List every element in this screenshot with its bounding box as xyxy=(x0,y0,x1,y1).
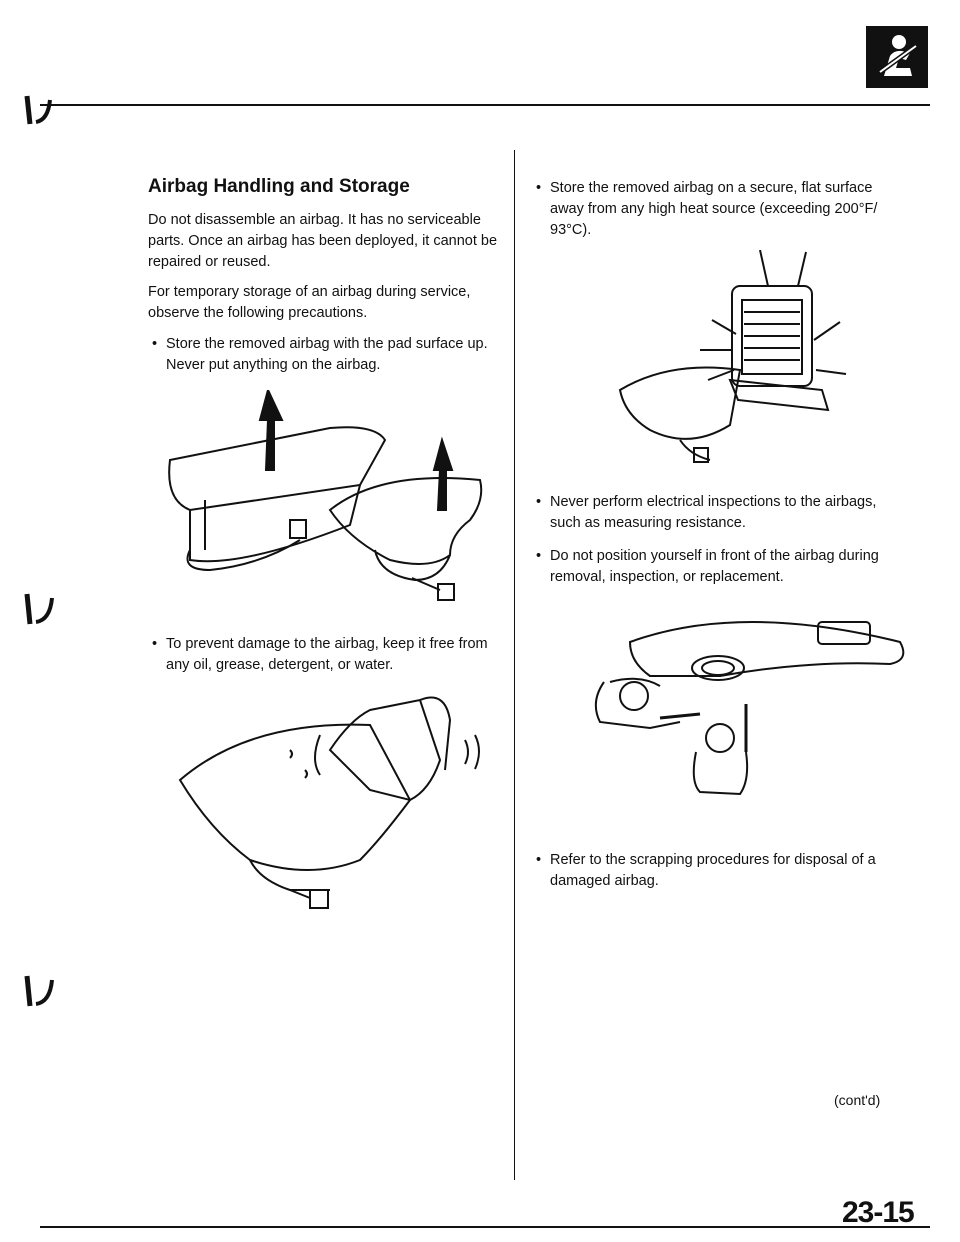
airbag-pad-up-illustration xyxy=(150,387,490,625)
bullet-no-electrical-inspection: Never perform electrical inspections to … xyxy=(536,492,930,534)
binding-mark-middle xyxy=(24,592,64,633)
header-rule xyxy=(40,104,930,106)
bullet-scrapping-procedures: Refer to the scrapping procedures for di… xyxy=(536,850,930,892)
storage-paragraph: For temporary storage of an airbag durin… xyxy=(148,284,471,321)
bullet-flat-surface: Store the removed airbag on a secure, fl… xyxy=(536,178,930,241)
heater-illustration xyxy=(610,249,850,475)
intro-paragraph: Do not disassemble an airbag. It has no … xyxy=(148,212,498,270)
binding-mark-top xyxy=(24,94,64,133)
bullet-pad-surface-up: Store the removed airbag with the pad su… xyxy=(152,334,526,376)
airbag-liquid-illustration xyxy=(170,680,490,915)
bullet-keep-free-from-oil: To prevent damage to the airbag, keep it… xyxy=(152,634,526,676)
binding-mark-bottom xyxy=(24,974,64,1015)
bullet-do-not-stand-in-front: Do not position yourself in front of the… xyxy=(536,546,930,588)
footer-rule xyxy=(40,1226,930,1228)
column-divider xyxy=(514,150,515,1180)
technicians-illustration xyxy=(570,612,910,827)
seatbelt-icon xyxy=(866,26,928,88)
section-title: Airbag Handling and Storage xyxy=(148,176,410,197)
continued-label: (cont'd) xyxy=(834,1092,881,1108)
page-number: 23-15 xyxy=(842,1196,915,1229)
